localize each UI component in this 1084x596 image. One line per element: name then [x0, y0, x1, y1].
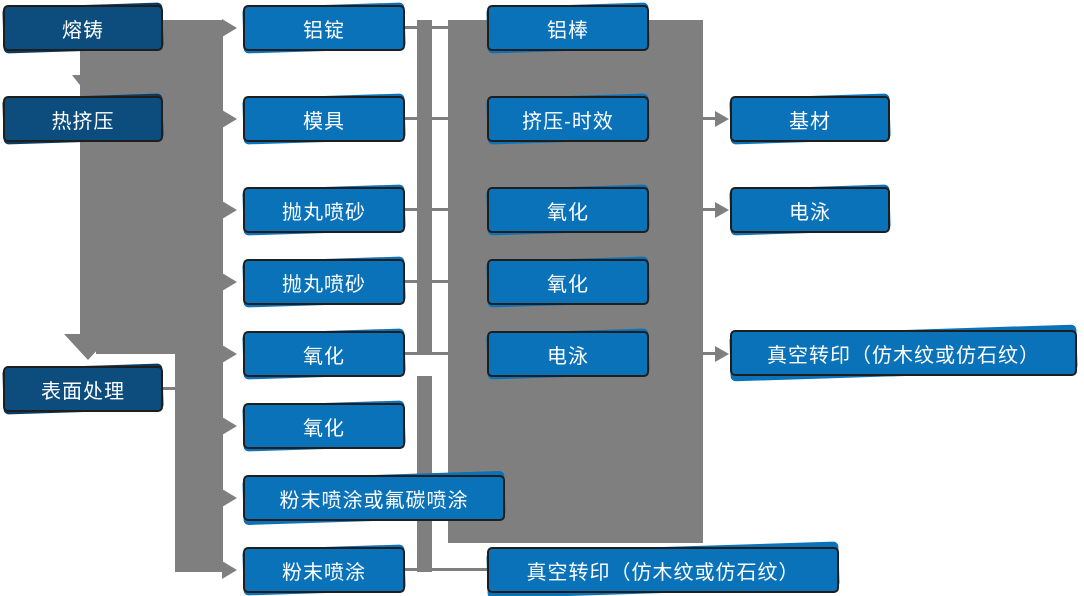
node-extrusion-aging: 挤压-时效	[486, 93, 650, 145]
node-box: 粉末喷涂或氟碳喷涂	[243, 475, 505, 521]
node-oxidation-1: 氧化	[242, 328, 406, 380]
node-label: 铝锭	[303, 19, 345, 42]
node-label: 模具	[303, 110, 345, 133]
node-label: 真空转印（仿木纹或仿石纹）	[526, 561, 800, 584]
node-label: 抛丸喷砂	[282, 273, 366, 296]
node-powder-coating: 粉末喷涂	[242, 544, 406, 596]
node-powder-or-fluorocarbon-coating: 粉末喷涂或氟碳喷涂	[242, 470, 506, 526]
node-electrophoresis-2: 电泳	[729, 184, 891, 236]
node-shot-blasting-1: 抛丸喷砂	[242, 184, 406, 236]
node-label: 抛丸喷砂	[282, 201, 366, 224]
left-flow-band-lower	[175, 20, 223, 572]
node-label: 电泳	[789, 201, 831, 224]
node-box: 氧化	[487, 259, 649, 305]
node-label: 电泳	[547, 345, 589, 368]
arrowhead-to-vacuum-transfer	[715, 346, 729, 362]
right-arrowhead-row3	[222, 201, 237, 219]
node-aluminum-rod: 铝棒	[486, 2, 650, 54]
arrowhead-to-substrate	[715, 111, 729, 127]
arrow-stem-to-electrophoresis	[703, 208, 716, 211]
surface-treatment-connector-line	[160, 387, 178, 390]
node-label: 氧化	[547, 201, 589, 224]
right-arrowhead-row4	[222, 273, 237, 291]
node-label: 熔铸	[62, 19, 104, 42]
right-arrowhead-row6	[222, 417, 237, 435]
node-label: 真空转印（仿木纹或仿石纹）	[767, 344, 1040, 367]
node-box: 氧化	[243, 331, 405, 377]
node-label: 基材	[789, 110, 831, 133]
node-box: 电泳	[730, 187, 890, 233]
node-box: 抛丸喷砂	[243, 187, 405, 233]
node-electrophoresis-1: 电泳	[486, 328, 650, 380]
down-arrowhead-to-hot-extrusion	[72, 75, 94, 89]
row8-connector-line	[405, 568, 490, 571]
node-box: 表面处理	[3, 366, 163, 412]
arrowhead-to-electrophoresis	[715, 202, 729, 218]
node-box: 热挤压	[3, 96, 163, 142]
node-label: 粉末喷涂	[282, 561, 366, 584]
node-label: 氧化	[547, 273, 589, 296]
right-arrowhead-row2	[222, 110, 237, 128]
node-label: 挤压-时效	[522, 110, 614, 133]
node-box: 粉末喷涂	[243, 547, 405, 593]
node-shot-blasting-2: 抛丸喷砂	[242, 256, 406, 308]
arrow-stem-to-substrate	[703, 117, 716, 120]
right-arrowhead-row1	[222, 19, 237, 37]
node-box: 铝锭	[243, 5, 405, 51]
node-vacuum-transfer-print-2: 真空转印（仿木纹或仿石纹）	[729, 324, 1078, 382]
node-melt-casting: 熔铸	[2, 2, 164, 54]
node-label: 铝棒	[547, 19, 589, 42]
node-oxidation-3: 氧化	[486, 184, 650, 236]
node-mould: 模具	[242, 93, 406, 145]
node-oxidation-2: 氧化	[242, 400, 406, 452]
node-substrate: 基材	[729, 93, 891, 145]
right-arrowhead-row5	[222, 345, 237, 363]
arrow-stem-to-vacuum-transfer	[703, 352, 716, 355]
node-box: 抛丸喷砂	[243, 259, 405, 305]
node-surface-treatment: 表面处理	[2, 363, 164, 415]
right-arrowhead-row7	[222, 489, 237, 507]
node-label: 粉末喷涂或氟碳喷涂	[279, 489, 469, 512]
node-box: 真空转印（仿木纹或仿石纹）	[487, 547, 839, 593]
mid-flow-band-upper	[417, 20, 432, 355]
node-box: 模具	[243, 96, 405, 142]
node-box: 氧化	[243, 403, 405, 449]
node-box: 熔铸	[3, 5, 163, 51]
node-box: 基材	[730, 96, 890, 142]
node-box: 氧化	[487, 187, 649, 233]
node-box: 挤压-时效	[487, 96, 649, 142]
node-label: 热挤压	[51, 110, 115, 133]
node-label: 氧化	[303, 345, 345, 368]
right-arrowhead-row8	[222, 561, 237, 579]
node-aluminum-ingot: 铝锭	[242, 2, 406, 54]
node-oxidation-4: 氧化	[486, 256, 650, 308]
node-label: 表面处理	[41, 380, 125, 403]
node-label: 氧化	[303, 417, 345, 440]
node-box: 电泳	[487, 331, 649, 377]
node-box: 真空转印（仿木纹或仿石纹）	[730, 330, 1077, 376]
node-box: 铝棒	[487, 5, 649, 51]
node-vacuum-transfer-print-1: 真空转印（仿木纹或仿石纹）	[486, 541, 840, 596]
node-hot-extrusion: 热挤压	[2, 93, 164, 145]
down-arrowhead-to-surface-treatment	[64, 334, 112, 360]
